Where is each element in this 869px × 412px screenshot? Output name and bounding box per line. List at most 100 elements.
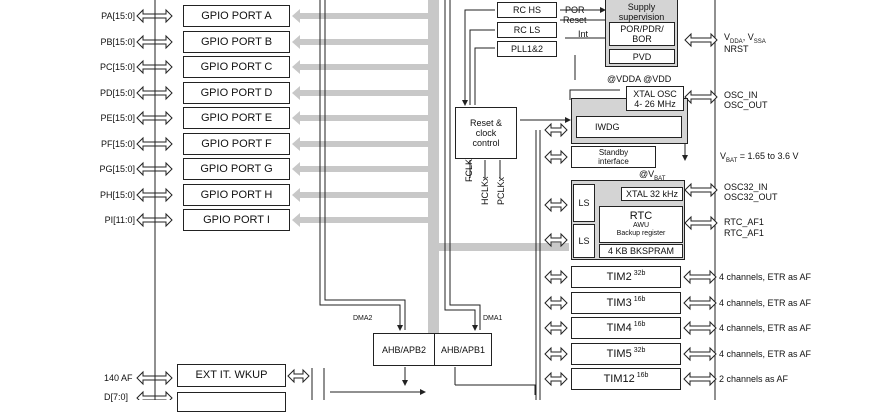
rc-ls-box: RC LS — [497, 22, 557, 38]
dma2-label: DMA2 — [353, 315, 373, 322]
timer-io-arrow — [683, 269, 717, 285]
at-vbat-label: @VBAT — [639, 169, 666, 182]
ls-bottom-box: LS — [573, 224, 595, 258]
timer-bits: 16b — [633, 320, 646, 328]
bkspram-label: 4 KB BKSPRAM — [607, 246, 675, 256]
vdda-vdd-label: @VDDA @VDD — [607, 74, 672, 84]
af-label: 140 AF — [104, 373, 133, 383]
timer-name: TIM12 — [603, 372, 635, 385]
right-bus-bar — [439, 243, 569, 251]
fclk-label: FCLK — [464, 158, 474, 182]
pin-label: PC[15:0] — [99, 62, 135, 72]
timer-bits: 16b — [633, 295, 646, 303]
timer-desc: 4 channels, ETR as AF — [719, 272, 812, 282]
gpio-port-box: GPIO PORT E — [183, 107, 290, 129]
timer-bits: 16b — [636, 371, 649, 379]
block-diagram: PA[15:0] GPIO PORT A PB[15:0] GPIO PORT B PC… — [99, 0, 812, 412]
gpio-port-label: GPIO PORT H — [200, 188, 273, 201]
rtc-af-arrow — [684, 215, 718, 231]
gpio-port-label: GPIO PORT G — [200, 162, 273, 175]
pin-label: PB[15:0] — [100, 37, 135, 47]
rc-ls-label: RC LS — [513, 25, 541, 35]
timer-io-arrow — [683, 320, 717, 336]
pll-box: PLL1&2 — [497, 41, 557, 57]
pin-label: PA[15:0] — [101, 11, 135, 21]
timer-bus-arrow — [544, 320, 568, 336]
exti-wkup-label: EXT IT. WKUP — [195, 369, 268, 381]
pin-label: PD[15:0] — [99, 88, 135, 98]
pin-label: PE[15:0] — [100, 113, 135, 123]
timer-name: TIM4 — [606, 321, 632, 334]
backup-register-label: Backup register — [616, 230, 666, 237]
timer-bus-arrow — [544, 371, 568, 387]
gpio-port-label: GPIO PORT F — [201, 137, 272, 150]
por-bor-box: POR/PDR/ BOR — [609, 22, 675, 46]
osc32-in-label: OSC32_IN — [724, 182, 768, 192]
iwdg-label: IWDG — [595, 122, 620, 132]
ahb-apb1-label: AHB/APB1 — [440, 344, 486, 355]
timer-bits: 32b — [633, 346, 646, 354]
timer-bus-arrow — [544, 346, 568, 362]
vdda-vssa-label: VDDA, VSSA — [724, 32, 766, 45]
gpio-port-label: GPIO PORT I — [203, 213, 270, 226]
timer-io-arrow — [683, 346, 717, 362]
right-arrows — [544, 32, 718, 387]
gpio-bus-arrow — [292, 111, 428, 125]
iwdg-box: IWDG — [576, 116, 682, 138]
gpio-port-box: GPIO PORT G — [183, 158, 290, 180]
timer-bits: 32b — [633, 269, 646, 277]
por-label: POR — [565, 5, 585, 15]
gpio-bus-arrow — [292, 35, 428, 49]
timer-desc: 2 channels as AF — [719, 374, 789, 384]
rtc-box: RTC AWU Backup register — [599, 206, 683, 243]
reset-clock-control-box: Reset & clock control — [455, 107, 517, 159]
gpio-port-label: GPIO PORT D — [200, 86, 273, 99]
reset-label: Reset — [563, 15, 587, 25]
gpio-port-box: GPIO PORT H — [183, 184, 290, 206]
gpio-bus-arrow — [292, 86, 428, 100]
ls-top-label: LS — [578, 198, 590, 208]
rtc-af1-label: RTC_AF1 — [724, 217, 764, 227]
standby-arrow — [544, 149, 568, 165]
nrst-label: NRST — [724, 44, 749, 54]
pin-label: PG[15:0] — [99, 164, 135, 174]
dma1-label: DMA1 — [483, 315, 503, 322]
gpio-bus-arrow — [292, 162, 428, 176]
vbat-label: VBAT = 1.65 to 3.6 V — [720, 151, 799, 164]
pvd-label: PVD — [632, 51, 652, 62]
ls-arrow — [544, 197, 568, 213]
gpio-port-box: GPIO PORT I — [183, 209, 290, 231]
reset-clock-label: Reset & clock control — [469, 118, 502, 148]
diagram-wires — [136, 0, 718, 400]
gpio-port-box: GPIO PORT C — [183, 56, 290, 78]
gpio-port-box: GPIO PORT F — [183, 133, 290, 155]
pin-label: PH[15:0] — [99, 190, 135, 200]
gpio-port-label: GPIO PORT B — [200, 35, 273, 48]
gpio-bus-arrows — [292, 9, 428, 227]
rtc-af1-label-b: RTC_AF1 — [724, 228, 764, 238]
xtal32-box: XTAL 32 kHz — [621, 187, 683, 201]
timer-desc: 4 channels, ETR as AF — [719, 298, 812, 308]
gpio-port-label: GPIO PORT A — [201, 9, 272, 22]
iwdg-arrow — [544, 122, 568, 138]
timer-name: TIM5 — [606, 347, 632, 360]
gpio-port-box: GPIO PORT B — [183, 31, 290, 53]
exti-arrow — [287, 368, 310, 384]
por-bor-label: POR/PDR/ BOR — [620, 24, 664, 44]
gpio-bus-arrow — [292, 137, 428, 151]
hclk-label: HCLKx — [480, 176, 490, 205]
gpio-port-label: GPIO PORT C — [200, 60, 273, 73]
pin-label: PF[15:0] — [100, 139, 135, 149]
gpio-bus-arrow — [292, 60, 428, 74]
pvd-box: PVD — [609, 49, 675, 64]
osc-arrow — [684, 89, 718, 105]
timer-bus-arrow — [544, 269, 568, 285]
bottom-left-box — [177, 392, 286, 412]
ahb-apb2-box: AHB/APB2 — [373, 333, 435, 366]
timer-desc: 4 channels, ETR as AF — [719, 323, 812, 333]
